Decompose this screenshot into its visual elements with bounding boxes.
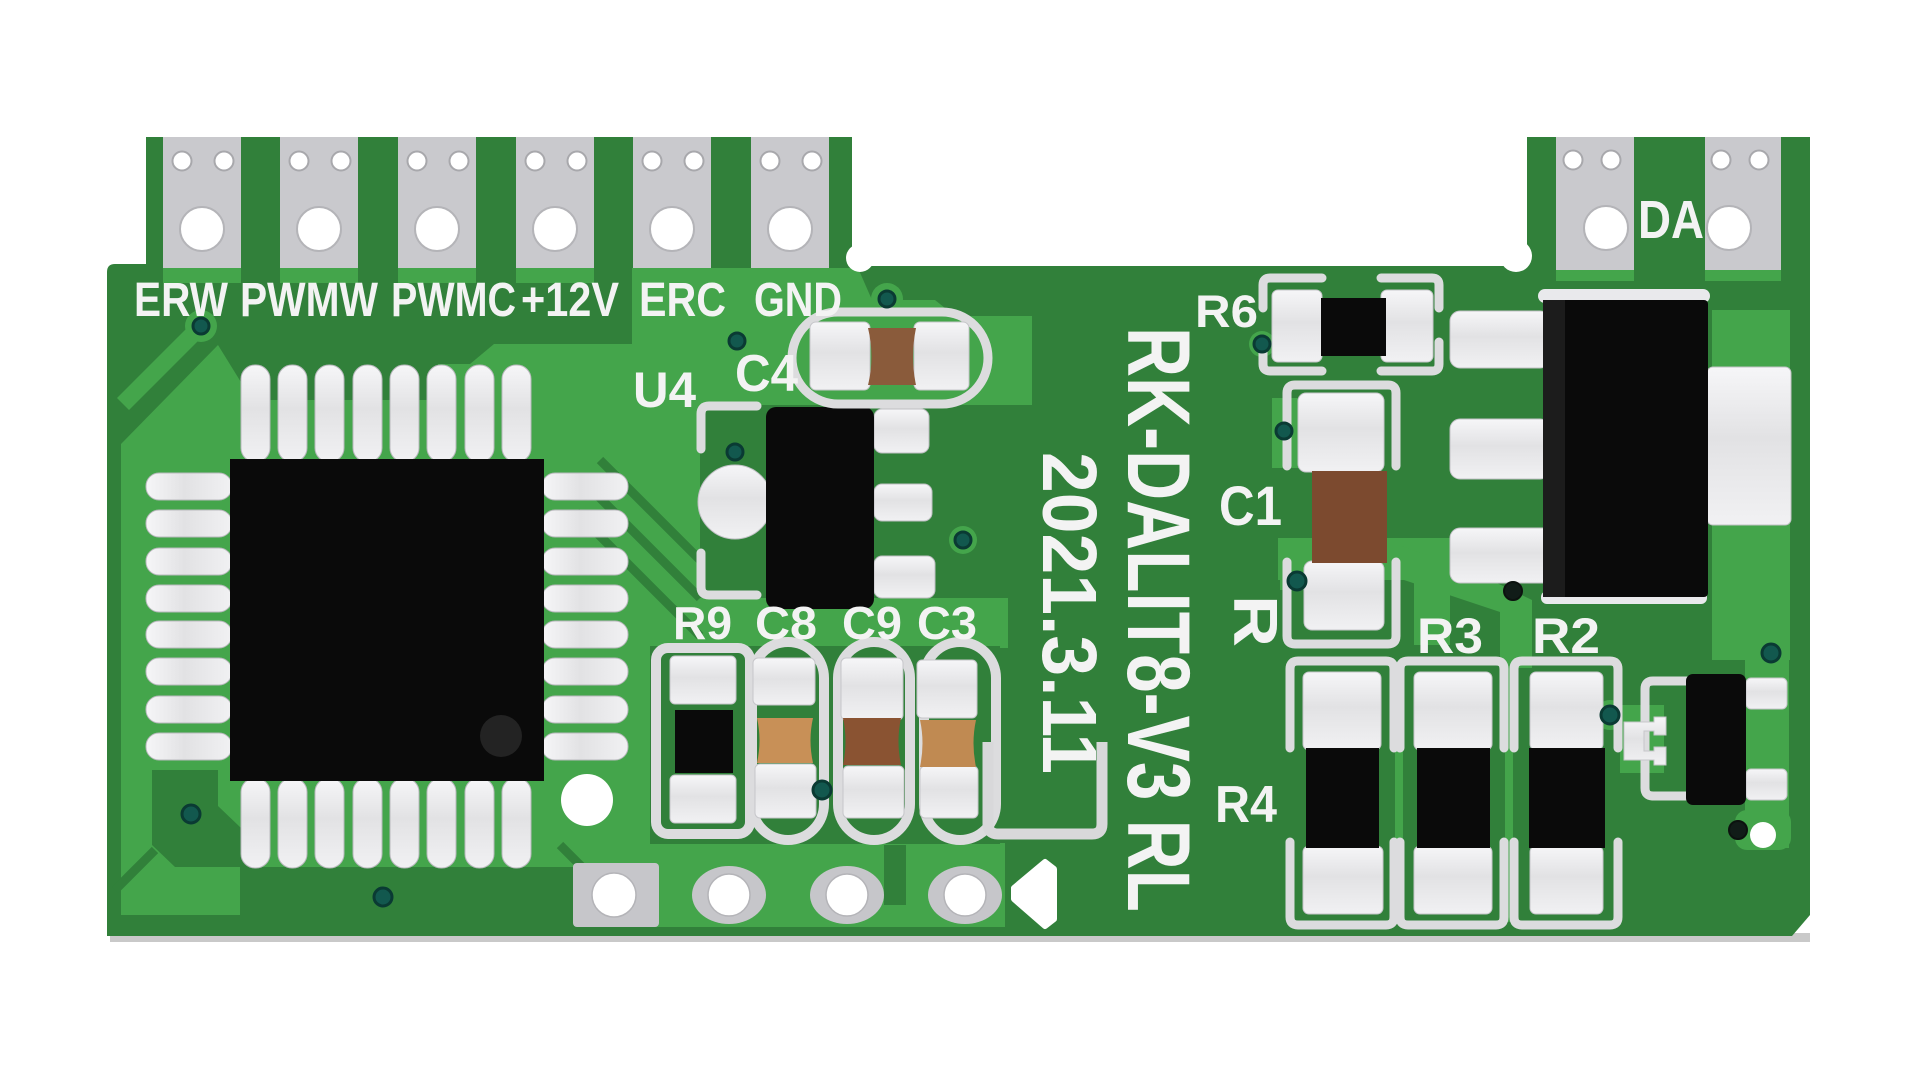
svg-text:C9: C9 (842, 597, 902, 649)
svg-text:R9: R9 (673, 597, 732, 649)
svg-text:DA: DA (1638, 190, 1704, 250)
svg-text:C3: C3 (917, 597, 977, 649)
svg-text:ERC: ERC (639, 274, 726, 327)
svg-text:R3: R3 (1417, 608, 1483, 664)
svg-text:PWMW: PWMW (240, 274, 379, 327)
svg-text:PWMC: PWMC (391, 274, 516, 327)
svg-text:R2: R2 (1532, 608, 1600, 664)
svg-text:GND: GND (754, 274, 842, 327)
svg-text:ERW: ERW (134, 274, 229, 327)
svg-text:RK-DALIT8-V3 RL: RK-DALIT8-V3 RL (1109, 327, 1209, 912)
svg-text:+12V: +12V (521, 274, 619, 327)
svg-text:R: R (1220, 595, 1289, 647)
svg-text:C1: C1 (1219, 474, 1282, 537)
svg-text:C8: C8 (755, 597, 817, 649)
svg-text:R4: R4 (1215, 776, 1277, 834)
svg-text:R6: R6 (1195, 286, 1258, 337)
svg-text:U4: U4 (633, 362, 696, 418)
svg-text:C4: C4 (735, 345, 798, 403)
svg-text:2021.3.11: 2021.3.11 (1026, 452, 1112, 774)
